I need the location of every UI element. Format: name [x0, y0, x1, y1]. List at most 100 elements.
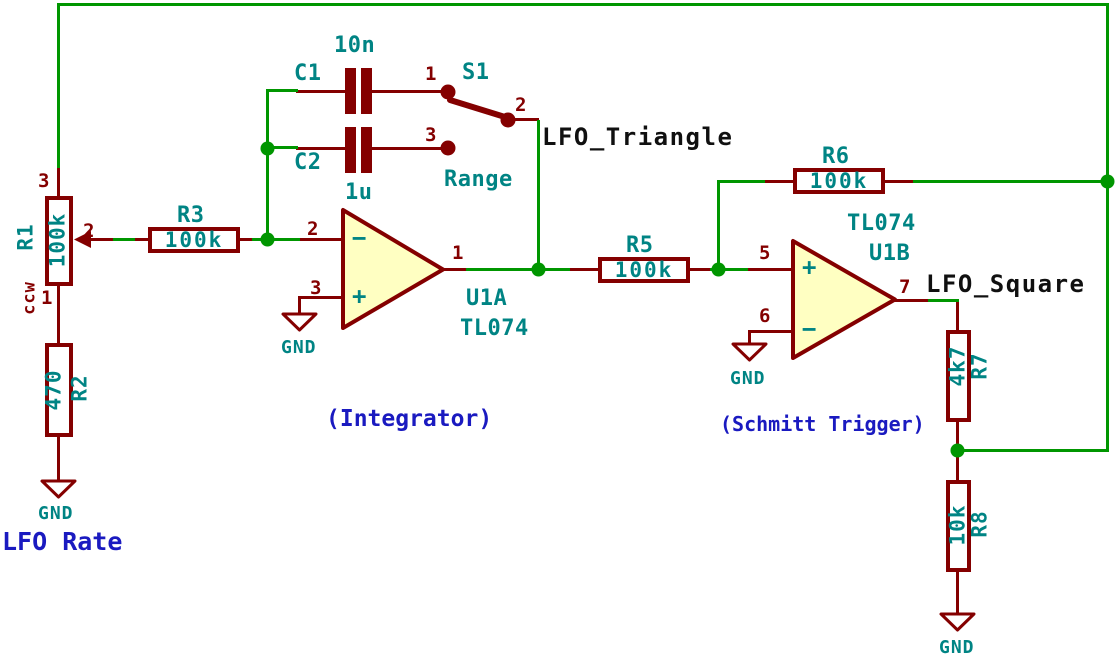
note-lfo-rate: LFO Rate — [2, 527, 123, 556]
s1-contact-3 — [440, 140, 456, 156]
potentiometer-r1-body — [45, 196, 73, 286]
u1a-pin2-number: 2 — [307, 218, 319, 240]
wire-r8-top-stub — [956, 450, 959, 482]
capacitor-c2-left-plate — [345, 127, 356, 173]
gnd-symbol-r2 — [40, 479, 77, 499]
c2-value: 1u — [345, 180, 373, 205]
gnd-symbol-u1b — [731, 342, 768, 362]
r7-value: 4k7 — [945, 345, 970, 387]
wire-r5-to-u1b — [710, 268, 748, 271]
junction-dot-c2 — [260, 141, 275, 156]
u1a-minus-sign: − — [352, 224, 367, 252]
wire-u1a-noninv-stub — [298, 296, 345, 299]
r1-pin1-number: 1 — [41, 287, 53, 309]
net-label-lfo-triangle: LFO_Triangle — [542, 123, 734, 151]
wire-r6-left-stub — [763, 180, 795, 183]
r8-value: 10k — [945, 504, 970, 546]
wire-r2-to-gnd — [57, 435, 60, 482]
u1b-pin5-number: 5 — [759, 242, 771, 264]
wire-u1b-inv-stub — [748, 330, 795, 333]
s1-reference: S1 — [462, 60, 490, 85]
r8-reference: R8 — [967, 510, 992, 538]
wire-r6-branch-vertical — [717, 181, 720, 270]
junction-dot-r7-r8 — [950, 443, 965, 458]
wire-c2-left-stub — [296, 147, 346, 150]
r6-value: 100k — [809, 169, 869, 193]
u1a-part-number: TL074 — [460, 316, 529, 341]
wire-c2-branch — [266, 146, 298, 149]
junction-dot-u1b-in — [711, 262, 726, 277]
r3-reference: R3 — [177, 203, 205, 228]
resistor-r2-body — [45, 343, 73, 437]
wire-c1-to-s1 — [372, 90, 443, 93]
wire-r1-wiper-stub — [88, 238, 117, 241]
wire-r5-right-stub — [688, 268, 712, 271]
u1b-plus-sign: + — [802, 253, 817, 281]
wire-s1-pin2-stub — [510, 118, 539, 121]
u1a-pin1-number: 1 — [452, 242, 464, 264]
wire-r6-left — [717, 180, 765, 183]
u1a-plus-sign: + — [352, 282, 367, 310]
wire-r6-right — [913, 180, 1109, 183]
wire-r6-right-stub — [883, 180, 915, 183]
r2-reference: R2 — [67, 374, 92, 402]
s1-label: Range — [444, 167, 513, 192]
r1-ccw-marking: ccw — [19, 281, 40, 315]
c2-reference: C2 — [294, 150, 322, 175]
wire-c2-to-s1 — [372, 147, 443, 150]
wire-r1-pin3-stub — [57, 167, 60, 197]
s1-pin3-number: 3 — [425, 124, 437, 146]
s1-pin2-number: 2 — [515, 94, 527, 116]
wire-cap-branch-vertical — [266, 91, 269, 241]
r1-value: 100k — [45, 212, 70, 268]
resistor-r6-body — [793, 168, 885, 194]
r5-value: 100k — [614, 258, 674, 282]
u1a-reference: U1A — [466, 286, 508, 311]
wire-u1b-gnd-drop — [748, 330, 751, 345]
s1-pin1-number: 1 — [425, 63, 437, 85]
wire-u1a-inv-stub — [298, 238, 345, 241]
gnd-symbol-u1a — [281, 312, 318, 332]
wire-r7-top-stub — [956, 301, 959, 332]
opamp-u1a-triangle — [341, 208, 445, 330]
note-integrator: (Integrator) — [326, 406, 493, 432]
r2-value: 470 — [41, 369, 66, 411]
capacitor-c1-right-plate — [361, 68, 372, 114]
gnd-label-u1a: GND — [281, 337, 317, 358]
wire-u1b-noninv-stub — [746, 268, 795, 271]
u1b-minus-sign: − — [802, 315, 817, 343]
junction-dot-r3 — [260, 232, 275, 247]
junction-dot-r6-right — [1100, 174, 1115, 189]
u1b-part-number: TL074 — [847, 211, 916, 236]
s1-contact-1 — [440, 84, 456, 100]
u1b-pin6-number: 6 — [759, 305, 771, 327]
wire-r5-left-stub — [568, 268, 600, 271]
wire-r3-left-stub — [133, 238, 150, 241]
gnd-symbol-r8 — [939, 612, 976, 632]
wire-top-feedback — [57, 3, 1109, 6]
wire-u1a-out-stub — [443, 268, 469, 271]
c1-reference: C1 — [294, 61, 322, 86]
s1-switch-arm — [447, 97, 508, 120]
wire-u1a-out — [466, 268, 540, 271]
c1-value: 10n — [334, 33, 376, 58]
wire-c1-left-stub — [296, 90, 346, 93]
r1-pin2-number: 2 — [83, 220, 95, 242]
note-schmitt-trigger: (Schmitt Trigger) — [720, 412, 925, 436]
u1b-reference: U1B — [869, 241, 911, 266]
wire-r8-to-gnd — [956, 570, 959, 615]
wire-node-to-r5 — [538, 268, 570, 271]
net-label-lfo-square: LFO_Square — [926, 270, 1086, 298]
wire-u1b-out — [928, 299, 959, 302]
resistor-r5-body — [598, 257, 690, 283]
capacitor-c1-left-plate — [345, 68, 356, 114]
resistor-r8-body — [946, 480, 971, 572]
r1-reference: R1 — [13, 223, 38, 251]
wire-r3-to-u1a — [252, 238, 300, 241]
capacitor-c2-right-plate — [361, 127, 372, 173]
wire-u1a-gnd-drop — [298, 297, 301, 314]
wire-s1-to-output-node — [537, 120, 540, 271]
wire-r3-right-stub — [238, 238, 255, 241]
